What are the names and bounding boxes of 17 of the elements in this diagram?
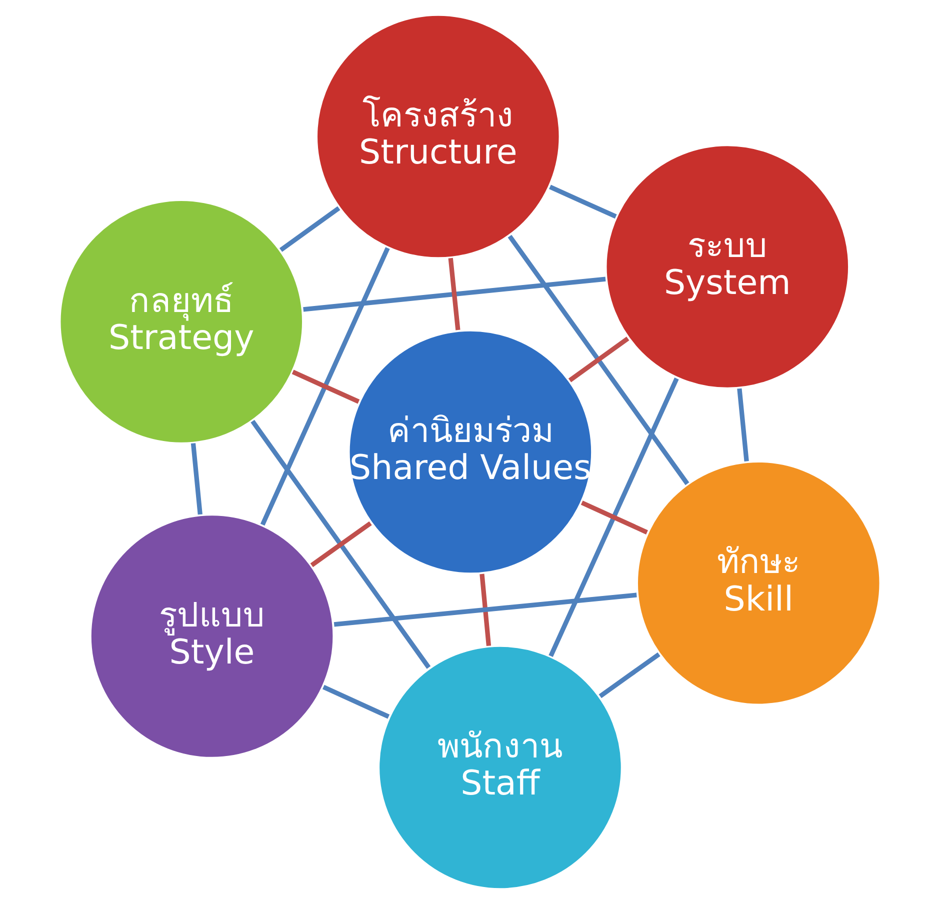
connector: [448, 258, 460, 330]
connector: [580, 500, 648, 534]
connector: [260, 247, 390, 526]
connector: [250, 420, 430, 669]
connector: [598, 652, 660, 698]
connector: [479, 574, 491, 646]
connector: [322, 684, 390, 719]
connector: [310, 521, 372, 568]
connector: [291, 370, 360, 404]
connector: [333, 592, 636, 627]
connector: [190, 443, 202, 515]
connector: [548, 378, 678, 658]
connector: [548, 184, 616, 219]
connector: [736, 388, 748, 462]
connector: [568, 336, 629, 382]
connector: [302, 276, 606, 312]
connector: [278, 206, 340, 252]
